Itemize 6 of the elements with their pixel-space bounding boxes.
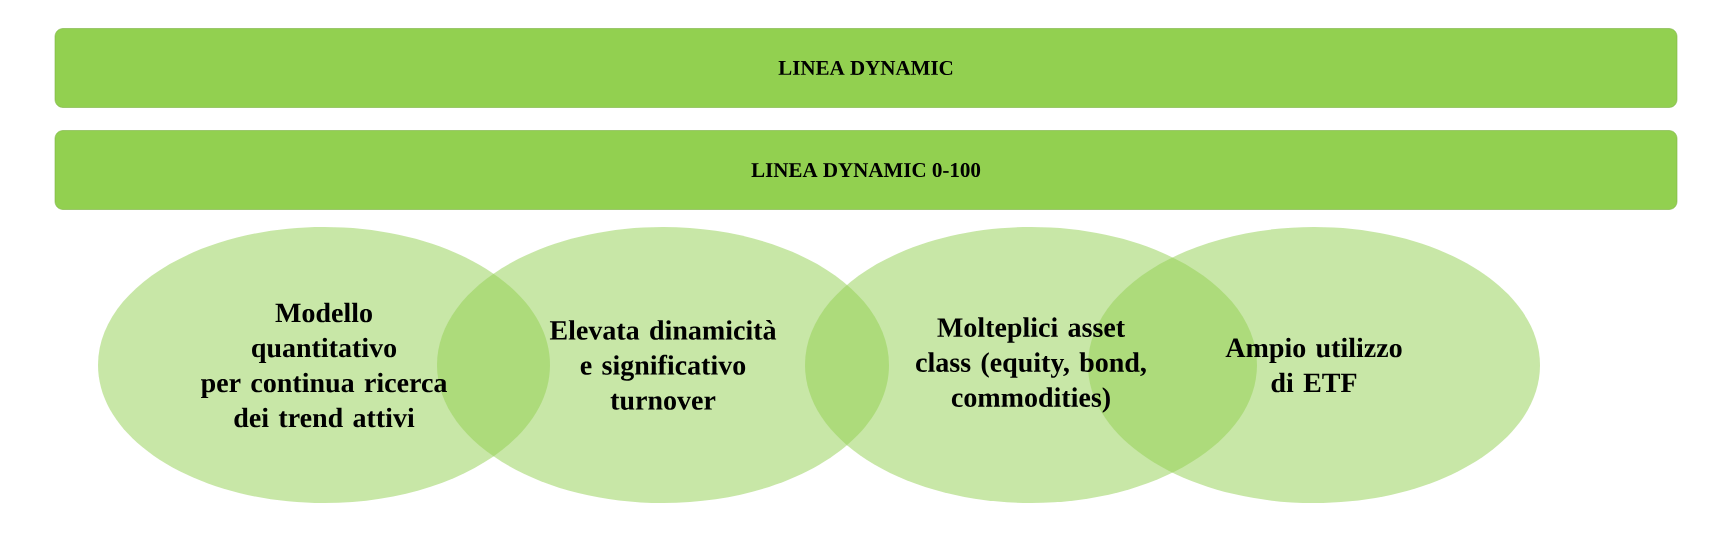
banner-bar: LINEA DYNAMIC <box>54 28 1678 108</box>
ellipse-label: Elevata dinamicità e significativo turnover <box>549 320 777 410</box>
ellipse-label: Ampio utilizzo di ETF <box>1225 337 1402 393</box>
banner-bar: LINEA DYNAMIC 0-100 <box>54 130 1678 210</box>
ellipse-label: Molteplici asset class (equity, bond, commodities) <box>916 317 1146 413</box>
ellipse-label: Modello quantitativo per continua ricerca dei trend attivi <box>201 302 447 428</box>
